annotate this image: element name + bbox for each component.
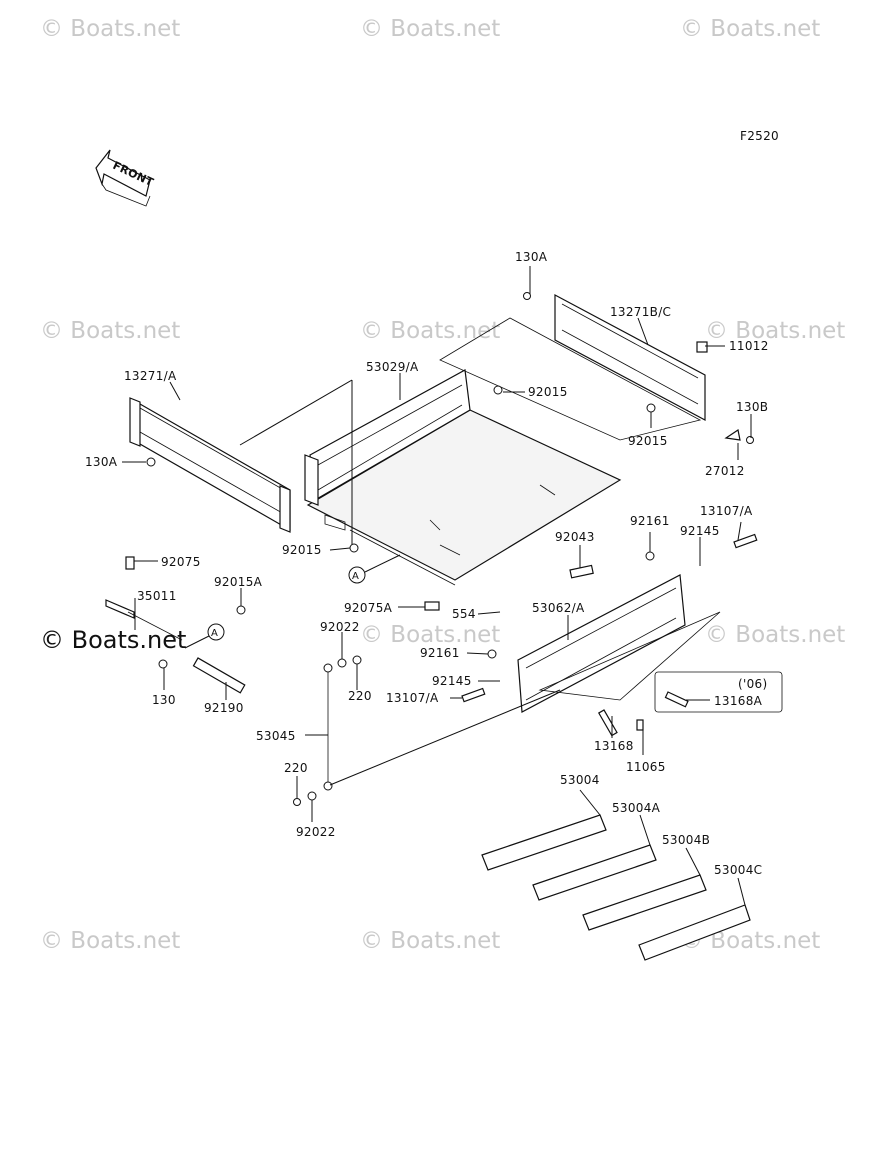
watermark-10: © Boats.net	[40, 928, 180, 954]
callout-11012: 11012	[729, 339, 769, 353]
callout-130B: 130B	[736, 400, 768, 414]
callout-13107A-top: 13107/A	[700, 504, 753, 518]
callout-92075A: 92075A	[344, 601, 393, 615]
cargo-bed	[304, 369, 622, 586]
watermark-3: © Boats.net	[680, 16, 820, 42]
year-note: ('06)	[738, 677, 767, 691]
watermark-9: © Boats.net	[705, 622, 845, 648]
callout-92145-mid: 92145	[432, 674, 472, 688]
ref-marker-a-main	[348, 566, 366, 584]
inset-box: ('06)	[654, 671, 783, 713]
watermark-6: © Boats.net	[705, 318, 845, 344]
callout-220-bottom: 220	[284, 761, 308, 775]
rear-panel	[439, 294, 706, 441]
left-side-panel	[129, 397, 291, 533]
callout-130: 130	[152, 693, 176, 707]
ref-marker-a-main-label: A	[352, 571, 359, 582]
watermark-5: © Boats.net	[360, 318, 500, 344]
callout-554: 554	[452, 607, 476, 621]
callout-92075: 92075	[161, 555, 201, 569]
callout-13168: 13168	[594, 739, 634, 753]
callout-92161-mid: 92161	[420, 646, 460, 660]
watermark-2: © Boats.net	[360, 16, 500, 42]
watermark-8: © Boats.net	[360, 622, 500, 648]
callout-92022-top: 92022	[320, 620, 360, 634]
tailgate	[517, 574, 721, 713]
callout-53004B: 53004B	[662, 833, 710, 847]
watermark-11: © Boats.net	[360, 928, 500, 954]
callout-13271BC: 13271B/C	[610, 305, 671, 319]
callout-130A-top: 130A	[515, 250, 548, 264]
callout-92015A: 92015A	[214, 575, 263, 589]
callout-53004: 53004	[560, 773, 600, 787]
callout-13107A-mid: 13107/A	[386, 691, 439, 705]
callout-130A-left: 130A	[85, 455, 118, 469]
callout-53045: 53045	[256, 729, 296, 743]
callout-92015-mid: 92015	[528, 385, 568, 399]
ref-marker-a-aux	[207, 623, 225, 641]
watermark-1: © Boats.net	[40, 16, 180, 42]
callout-92145-top: 92145	[680, 524, 720, 538]
callout-53004C: 53004C	[714, 863, 762, 877]
callout-35011: 35011	[137, 589, 177, 603]
watermark-7: © Boats.net	[40, 626, 186, 654]
callout-11065: 11065	[626, 760, 666, 774]
watermarks: © Boats.net © Boats.net © Boats.net © Bo…	[40, 16, 845, 954]
leader-lines	[122, 266, 752, 906]
figure-code: F2520	[740, 129, 779, 143]
callout-92015-center: 92015	[282, 543, 322, 557]
watermark-4: © Boats.net	[40, 318, 180, 344]
callout-92022-bottom: 92022	[296, 825, 336, 839]
callout-92190: 92190	[204, 701, 244, 715]
callout-92043: 92043	[555, 530, 595, 544]
callout-27012: 27012	[705, 464, 745, 478]
callout-labels: 130A 13271B/C 11012 13271/A 53029/A 9201…	[85, 250, 769, 877]
callout-53029A: 53029/A	[366, 360, 419, 374]
callout-53004A: 53004A	[612, 801, 661, 815]
front-arrow-icon: FRONT	[95, 149, 156, 207]
reference-markers: A A	[184, 554, 401, 649]
callout-220-top: 220	[348, 689, 372, 703]
floor-mats	[481, 814, 751, 961]
callout-13271A: 13271/A	[124, 369, 177, 383]
callout-92161-top: 92161	[630, 514, 670, 528]
callout-13168A: 13168A	[714, 694, 763, 708]
ref-marker-a-aux-label: A	[211, 628, 218, 639]
callout-92015-right: 92015	[628, 434, 668, 448]
hardware	[105, 292, 758, 806]
callout-53062A: 53062/A	[532, 601, 585, 615]
